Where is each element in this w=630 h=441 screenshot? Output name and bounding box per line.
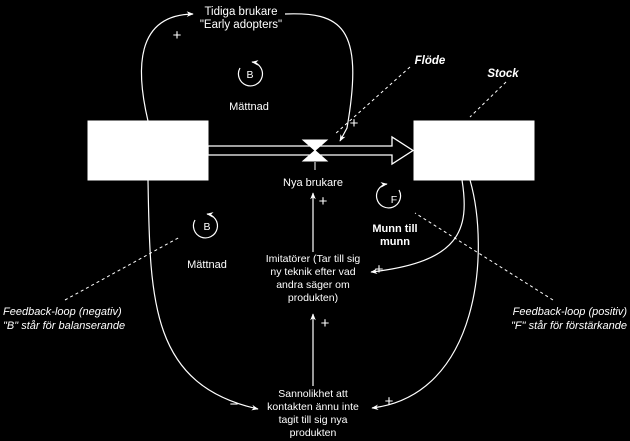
polarity-new-users-plus: + [319,193,328,210]
arrow-stock-to-early-adopters [140,11,194,122]
loop-top-b-icon [237,60,264,87]
loop-right-f-label-line2: munn [380,236,410,248]
annotation-fb-negative-line1: Feedback-loop (negativ) [3,306,122,318]
imitators-line1: Imitatörer (Tar till sig [266,253,361,265]
polarity-prob-minus: − [230,396,239,413]
polarity-prob-plus: + [385,393,394,410]
polarity-early-plus: + [173,27,182,44]
stock-right-box[interactable] [413,120,535,181]
probability-line2: kontakten ännu inte [267,401,359,413]
annotation-fb-negative-line2: "B" står för balanserande [3,320,125,332]
probability-line1: Sannolikhet att [278,388,348,400]
loop-right-f-letter: F [391,194,397,206]
leader-fb-positive [414,212,554,301]
arrow-right-stock-to-probability [371,179,479,411]
loop-top-b-label: Mättnad [229,101,269,113]
leader-flow [334,66,411,135]
arrow-right-stock-to-imitators [370,179,465,275]
arrow-left-stock-to-probability [147,179,259,411]
flow-valve[interactable] [301,139,329,162]
annotation-stock: Stock [487,68,519,80]
leader-stock [469,81,507,118]
loop-left-b-letter: B [203,221,210,233]
probability-line3: tagit till sig nya [279,414,348,426]
polarity-imitators-plus-right: + [375,261,384,278]
annotation-fb-positive-line2: "F" står för förstärkande [511,320,627,332]
imitators-line2: ny teknik efter vad [270,266,355,278]
early-adopters-line1: Tidiga brukare [204,6,277,18]
new-users-label: Nya brukare [283,177,343,189]
probability-line4: produkten [290,427,337,439]
loop-top-b-letter: B [246,69,253,81]
loop-right-f-icon [375,182,402,209]
leader-fb-negative [64,236,181,301]
polarity-imitators-plus-below: + [321,315,330,332]
imitators-line4: produkten) [288,292,338,304]
flow-pipe [207,135,415,166]
stock-left-box[interactable] [87,120,209,181]
loop-left-b-label: Mättnad [187,259,227,271]
loop-right-f-label-line1: Munn till [372,223,417,235]
arrow-early-adopters-to-valve [284,13,354,142]
imitators-line3: andra säger om [276,279,350,291]
polarity-flow-plus: + [350,115,359,132]
annotation-flow: Flöde [415,55,446,67]
loop-left-b-icon [192,212,219,239]
early-adopters-line2: "Early adopters" [200,19,282,31]
annotation-fb-positive-line1: Feedback-loop (positiv) [513,306,628,318]
